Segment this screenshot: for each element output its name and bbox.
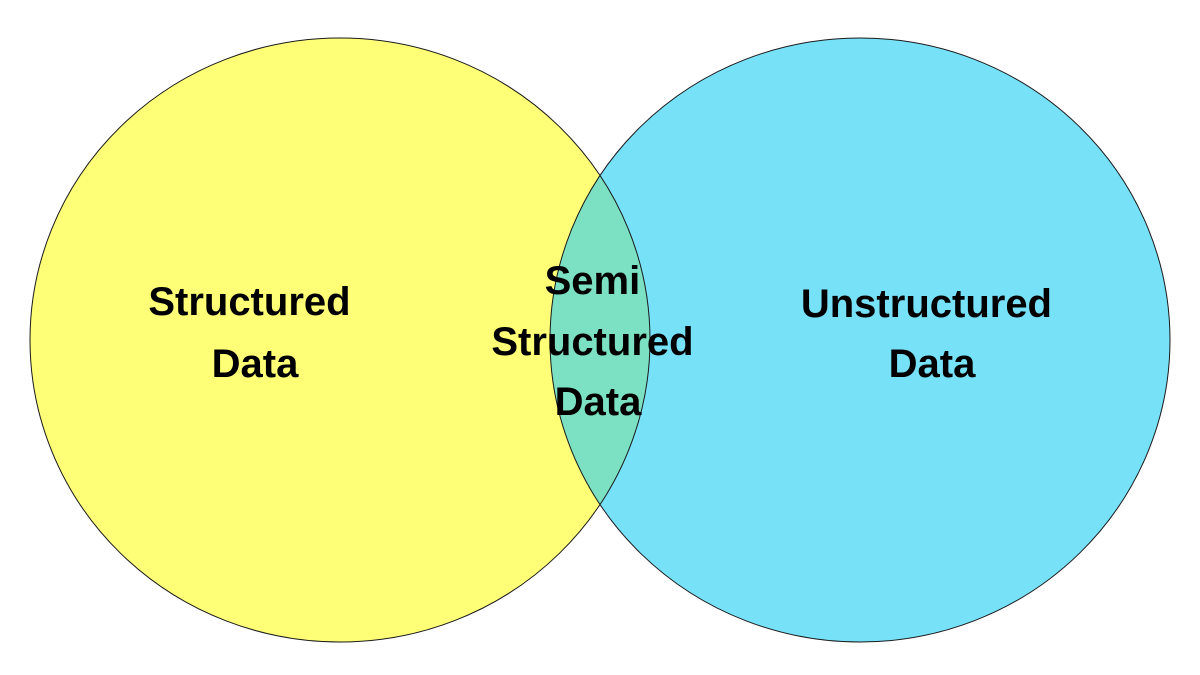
unstructured-data-label: Unstructured Data xyxy=(801,282,1063,386)
unstructured-data-ellipse xyxy=(550,38,1170,642)
structured-data-ellipse xyxy=(30,38,650,642)
unstructured-data-outline xyxy=(549,37,1171,643)
structured-data-label: Structured Data xyxy=(148,280,361,386)
semi-structured-data-label: Semi Structured Data xyxy=(491,259,704,424)
structured-data-outline xyxy=(29,37,651,643)
